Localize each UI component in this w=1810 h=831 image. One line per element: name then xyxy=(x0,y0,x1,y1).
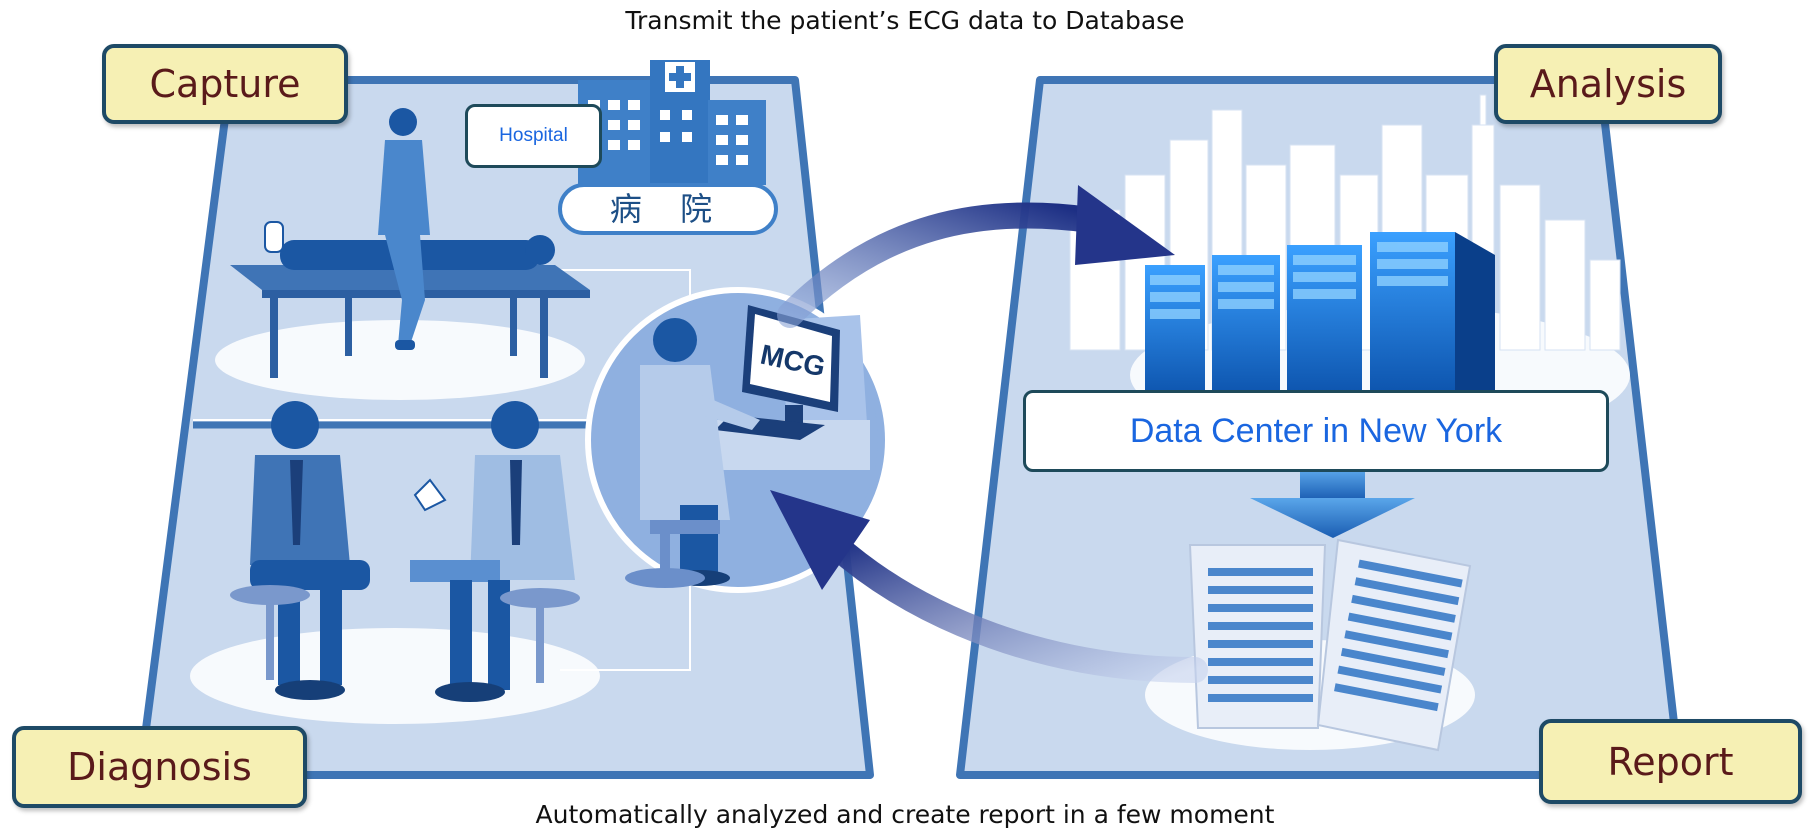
transmit-arrow-icon xyxy=(777,185,1175,328)
patient-exam-illustration xyxy=(230,108,590,378)
top-caption: Transmit the patient’s ECG data to Datab… xyxy=(625,6,1185,35)
down-arrow-icon xyxy=(1250,470,1415,538)
stage-label-report: Report xyxy=(1539,719,1802,804)
hospital-building-icon xyxy=(558,60,778,235)
bottom-caption: Automatically analyzed and create report… xyxy=(535,800,1275,829)
server-rack-icon xyxy=(1145,232,1495,405)
datacenter-label: Data Center in New York xyxy=(1023,390,1609,472)
hospital-label: Hospital xyxy=(465,104,602,168)
stage-label-analysis: Analysis xyxy=(1494,44,1722,124)
stage-label-capture: Capture xyxy=(102,44,348,124)
report-return-arrow-icon xyxy=(770,490,1208,683)
hospital-sign-text: 病 院 xyxy=(609,190,727,228)
doctor-consultation-illustration xyxy=(230,401,580,702)
stage-label-diagnosis: Diagnosis xyxy=(12,726,307,808)
report-documents-icon xyxy=(1188,538,1472,752)
